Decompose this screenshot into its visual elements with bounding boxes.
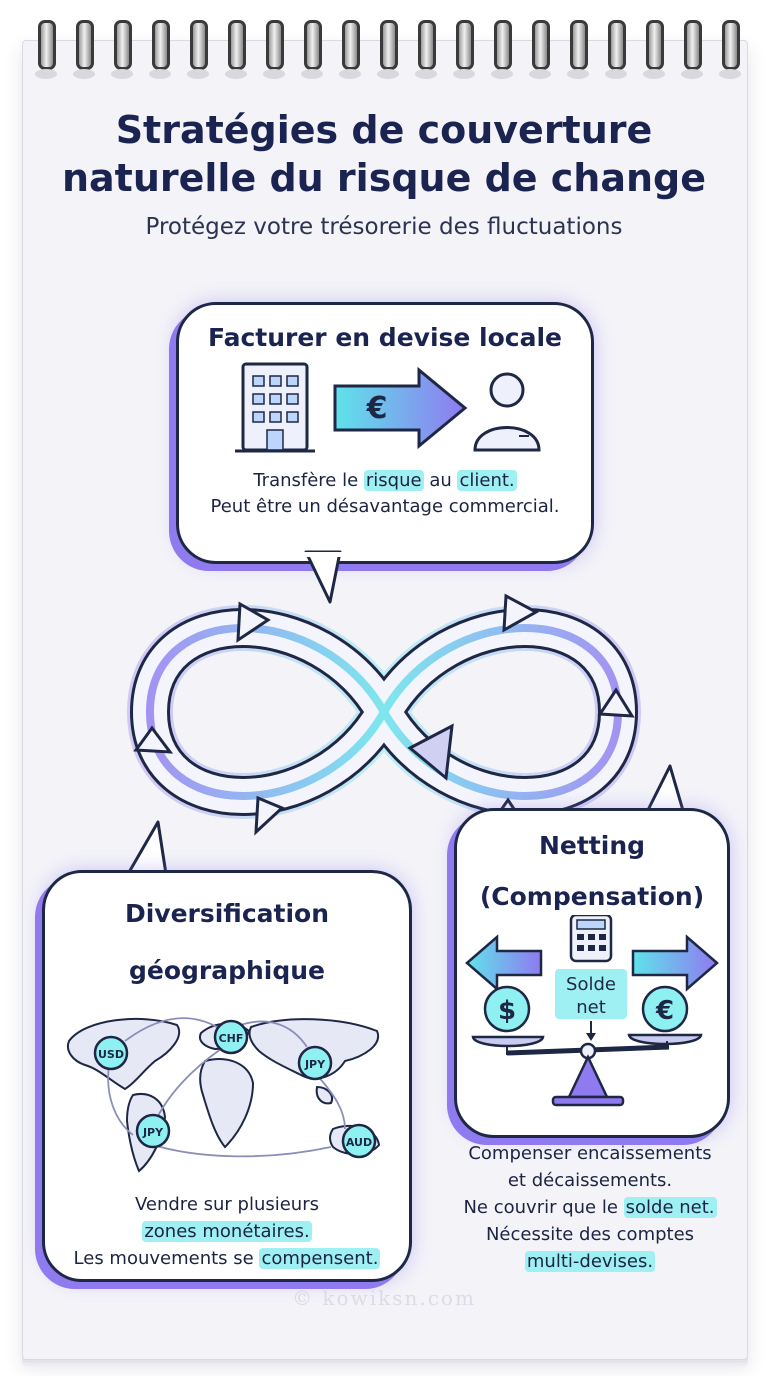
loop-arrowhead-icon	[407, 723, 454, 781]
binding-ring	[149, 20, 171, 79]
card-netting: Netting (Compensation) Solde net $ €	[454, 808, 730, 1138]
currency-badge-icon	[341, 1123, 377, 1159]
netting-desc-line3: Ne couvrir que le solde net.	[440, 1194, 740, 1221]
invoice-desc-line1: Transfère le risque au client.	[179, 468, 591, 494]
binding-ring	[35, 20, 57, 79]
netting-description: Compenser encaissements et décaissements…	[440, 1140, 740, 1275]
binding-ring	[719, 20, 741, 79]
currency-badge-icon	[297, 1045, 333, 1081]
card-title-line1: Diversification	[124, 899, 330, 928]
text-segment: Transfère le	[253, 470, 364, 491]
diversification-desc-line2: zones monétaires.	[45, 1218, 409, 1245]
binding-ring	[187, 20, 209, 79]
binding-ring	[263, 20, 285, 79]
highlight-multi-currency: multi-devises.	[524, 1251, 656, 1272]
euro-coin-icon	[641, 985, 689, 1033]
currency-label: AUD	[346, 1136, 372, 1149]
currency-badge-icon	[135, 1113, 171, 1149]
dollar-coin-icon	[483, 985, 531, 1033]
netting-illustration: Solde net $ €	[465, 915, 719, 1107]
bubble-tail	[304, 550, 344, 604]
currency-label: USD	[98, 1048, 124, 1061]
binding-ring	[605, 20, 627, 79]
invoice-illustration: €	[235, 362, 541, 453]
highlight-currency-zones: zones monétaires.	[142, 1221, 312, 1242]
currency-badges: USD CHF JPY JPY AUD	[93, 1019, 377, 1159]
highlight-client: client.	[457, 470, 517, 491]
loop-arrowhead-icon	[133, 725, 174, 754]
net-balance-label-line1: Solde	[566, 974, 616, 995]
text-segment: Ne couvrir que le	[463, 1197, 624, 1218]
binding-ring	[225, 20, 247, 79]
binding-ring	[301, 20, 323, 79]
card-invoice-local-currency: Facturer en devise locale €	[176, 302, 594, 564]
binding-ring	[453, 20, 475, 79]
netting-desc-line4: Nécessite des comptes	[485, 1224, 695, 1245]
highlight-offset: compensent.	[259, 1248, 381, 1269]
netting-desc-line1: Compenser encaissements	[468, 1143, 712, 1164]
card-title: Facturer en devise locale	[207, 323, 563, 352]
calculator-icon	[569, 915, 613, 963]
binding-ring	[111, 20, 133, 79]
binding-ring	[73, 20, 95, 79]
inflow-arrow-icon	[631, 934, 719, 992]
bubble-tail	[126, 820, 168, 876]
down-arrow-head	[586, 1033, 596, 1041]
currency-label: CHF	[219, 1032, 244, 1045]
page-subtitle: Protégez votre trésorerie des fluctuatio…	[145, 214, 623, 240]
spiral-binding	[30, 0, 741, 79]
loop-arrowhead-icon	[597, 687, 635, 718]
binding-ring	[491, 20, 513, 79]
dollar-symbol: $	[498, 996, 516, 1026]
netting-desc-line2: et décaissements.	[507, 1170, 673, 1191]
binding-ring	[643, 20, 665, 79]
net-balance-label-line2: net	[576, 997, 606, 1018]
text-segment: Les mouvements se	[73, 1248, 260, 1269]
loop-arrowhead-icon	[236, 601, 271, 643]
world-map-illustration: USD CHF JPY JPY AUD	[67, 1017, 381, 1173]
binding-ring	[339, 20, 361, 79]
binding-ring	[681, 20, 703, 79]
diversification-desc-line1: Vendre sur plusieurs	[134, 1194, 319, 1215]
currency-badge-icon	[213, 1019, 249, 1055]
outflow-arrow-icon	[465, 934, 543, 992]
currency-badge-icon	[93, 1035, 129, 1071]
euro-symbol: €	[655, 996, 674, 1026]
binding-ring	[415, 20, 437, 79]
invoice-desc-line2: Peut être un désavantage commercial.	[210, 496, 560, 517]
diversification-desc-line3: Les mouvements se compensent.	[45, 1245, 409, 1272]
euro-symbol: €	[366, 391, 388, 426]
card-title-line2: (Compensation)	[479, 882, 705, 911]
highlight-risk: risque	[363, 470, 424, 491]
loop-arrowhead-icon	[254, 795, 285, 836]
currency-label: JPY	[304, 1058, 326, 1071]
binding-ring	[529, 20, 551, 79]
binding-ring	[377, 20, 399, 79]
client-person-icon	[473, 372, 541, 452]
card-geographic-diversification: Diversification géographique USD CHF JPY	[42, 870, 412, 1282]
watermark: © kowiksn.com	[292, 1286, 476, 1310]
card-title-line2: géographique	[128, 956, 326, 985]
transfer-arrow-icon	[333, 366, 468, 450]
balance-scale-icon	[471, 1033, 703, 1107]
building-icon	[235, 362, 315, 453]
binding-ring	[567, 20, 589, 79]
loop-arrowhead-icon	[502, 593, 540, 633]
text-segment: au	[423, 470, 458, 491]
netting-desc-line5: multi-devises.	[440, 1248, 740, 1275]
page-title: Stratégies de couverture naturelle du ri…	[61, 108, 707, 200]
highlight-net-balance: solde net.	[623, 1197, 717, 1218]
infinity-loop-glow	[145, 624, 623, 800]
currency-label: JPY	[142, 1126, 164, 1139]
net-balance-highlight	[555, 969, 627, 1019]
card-title-line1: Netting	[538, 831, 646, 860]
